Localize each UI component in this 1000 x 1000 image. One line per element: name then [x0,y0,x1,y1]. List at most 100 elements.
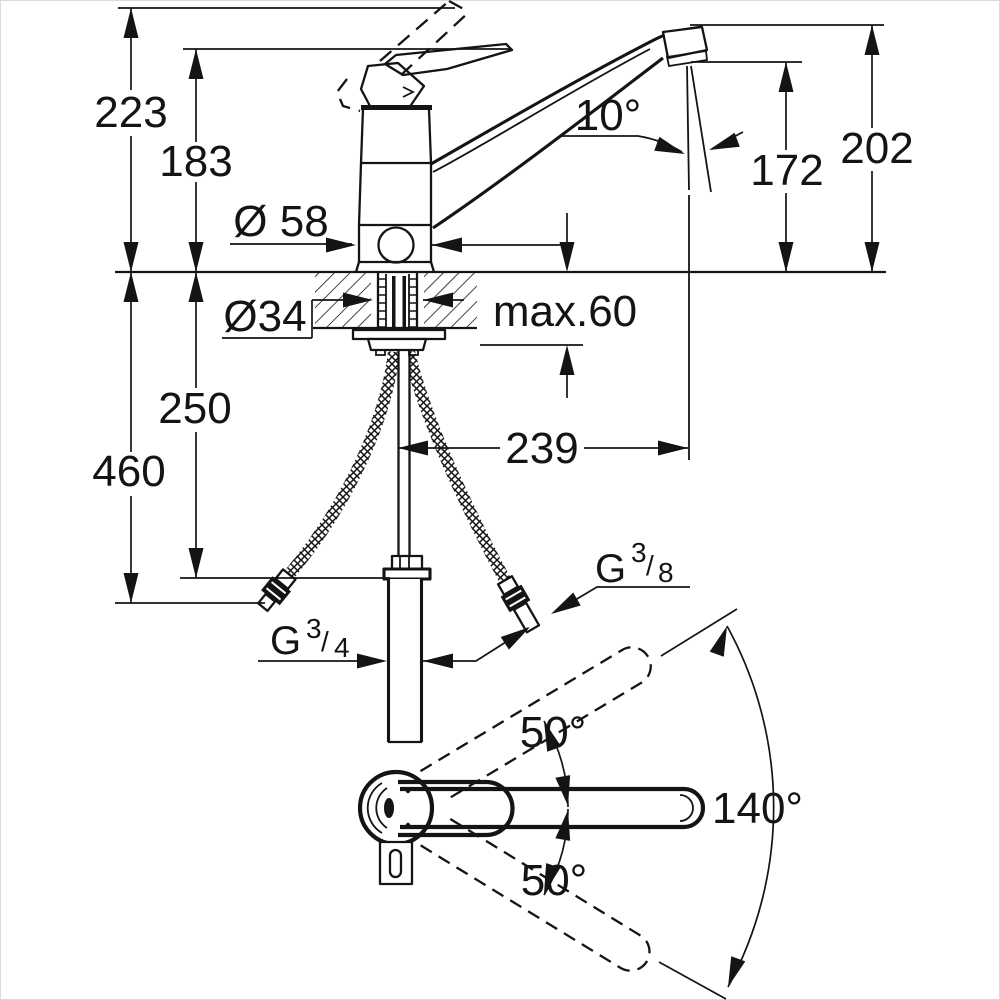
dim-g34-slash: / [321,626,329,657]
hose-right-nut [500,584,531,613]
dim-202-label: 202 [840,124,913,173]
side-view: 223 183 460 250 [92,0,914,744]
lever-handle-raised-dashed [379,0,470,76]
pipe-lower-fill [390,579,420,742]
dim-460-label: 460 [92,447,165,496]
dim-g38-numerator: 3 [631,537,647,568]
dim-250-label: 250 [158,384,231,433]
shank-slot-left [392,276,396,328]
dim-max60-label: max.60 [493,287,637,336]
spout-cap-inner [679,794,694,822]
body-separators [359,161,431,227]
dimension-172: 172 [691,61,824,272]
dim-d34-label: Ø34 [223,292,306,341]
faucet-top [357,769,706,886]
dimension-d34: Ø34 [222,292,464,341]
faucet-body [335,0,514,273]
body-sides [357,108,433,262]
dimension-223: 223 [94,7,455,272]
dim-50-upper-label: 50° [520,708,587,757]
hose-right-fitting [496,575,541,634]
pipe-upper [397,349,411,556]
dim-50-lower-label: 50° [521,856,588,905]
dim-172-label: 172 [750,146,823,195]
stream-reference-lines [686,65,712,460]
hose-left-nut-slits [265,581,287,601]
body-top-circle [357,769,435,847]
aerator-housing [661,25,709,60]
spout-position-lower-dashed [419,817,651,972]
hose-left-tip [257,592,277,613]
pipe-flange [382,567,432,581]
shank-threads [378,278,417,328]
fixing-nut-tabs [375,349,419,356]
dim-g38-slash: / [646,550,654,581]
hose-left-nut [261,576,292,606]
dim-d58-label: Ø 58 [233,197,328,246]
supply-hose-right [403,350,541,634]
shank-inner [385,274,410,330]
spout-inner-line [432,48,651,173]
aerator-face [665,49,708,68]
hub-raised-dashed [335,78,361,113]
body-top-inner-rings [366,782,388,834]
dimension-g38: G 3 / 8 [547,537,690,621]
pipe-lower [386,579,424,742]
dimension-202: 202 [690,24,914,272]
handle-hub [359,61,426,110]
dim-10deg-label: 10° [575,91,642,140]
dim-183-label: 183 [159,137,232,186]
dim-g34-prefix: G [270,619,301,663]
handle-hub-mark [402,86,416,98]
shank-and-nut [351,273,447,356]
dim-140-label: 140° [712,784,803,833]
dim-g38-prefix: G [595,547,626,591]
hose-right-braid [403,350,512,585]
hose-right-thread-tip [512,601,541,634]
pipe-connector-lines [399,556,410,569]
swivel-arc-140 [726,625,775,988]
dim-239-label: 239 [505,424,578,473]
handle-dot-top [405,788,411,794]
top-view: 50° 140° 50° [357,608,803,1000]
dimensions: 223 183 460 250 [92,7,914,669]
swivel-extension-lines [658,608,738,1000]
handle-top-outline [398,779,515,838]
spout-top-outline [400,786,706,830]
hose-left-outline [287,351,396,577]
cartridge-marker [384,798,394,818]
fixing-washer [351,328,447,341]
hose-right-nut-slits [505,589,526,608]
spout [430,25,712,460]
dim-g38-denominator: 8 [658,557,674,588]
handle-dot-bottom [405,822,411,828]
dimension-swivel: 50° 140° 50° [520,608,803,1000]
body-port-circle [377,226,415,264]
dim-g34-numerator: 3 [306,613,322,644]
dimension-g34: G 3 / 4 [258,613,535,669]
dimension-10deg: 10° [561,91,744,162]
dimension-183: 183 [159,48,511,272]
hose-left-braid [283,351,400,580]
shank-outer [376,273,419,330]
connection-pipe [382,349,432,744]
dimension-max60: max.60 [480,213,637,398]
pipe-fill [399,349,409,556]
lever-handle [383,42,514,77]
fixing-nut [366,337,428,352]
dim-g34-denominator: 4 [334,632,350,663]
supply-hose-left [257,351,400,613]
dim-223-label: 223 [94,88,167,137]
swivel-positions-dashed [419,646,652,972]
dimension-460: 460 [92,272,265,604]
base-tab-slot [388,848,403,879]
dimension-d58: Ø 58 [230,197,567,253]
dimension-239: 239 [398,424,688,473]
spout-bottom-edge [432,56,664,230]
pipe-connector [390,554,424,571]
spout-position-upper-dashed [419,646,652,799]
shank-slot-right [402,276,406,328]
hose-left-fitting [257,568,297,613]
